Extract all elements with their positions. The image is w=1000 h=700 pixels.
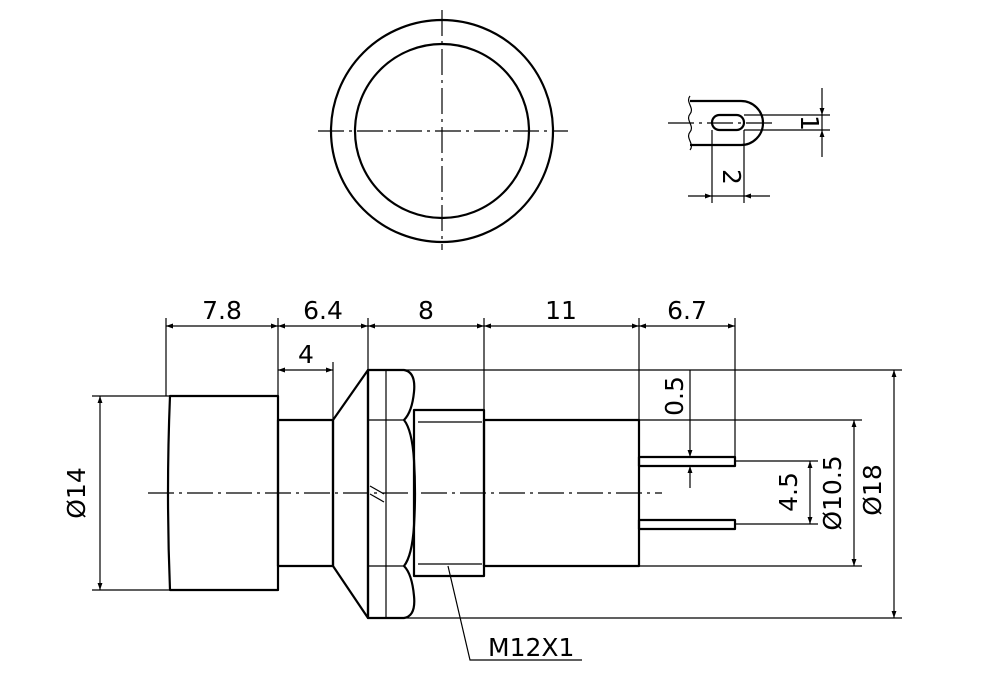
dim-housing-length: 11 xyxy=(545,296,577,325)
front-face-view xyxy=(318,10,568,250)
side-view xyxy=(148,368,737,620)
terminal-detail-view: 1 2 xyxy=(668,88,830,203)
terminal-bottom xyxy=(637,518,737,531)
hex-nut xyxy=(366,368,417,620)
dim-terminal-spacing: 4.5 xyxy=(774,472,803,512)
button-cap xyxy=(166,394,280,592)
dimensions: 7.8 6.4 8 11 6.7 4 Ø14 Ø18 Ø10.5 xyxy=(62,296,902,662)
dim-slot-width: 1 xyxy=(795,115,824,131)
bezel-flange xyxy=(331,368,370,620)
thread-label: M12X1 xyxy=(488,633,574,662)
dim-slot-length: 2 xyxy=(717,169,746,185)
dim-cap-diameter: Ø14 xyxy=(62,467,91,519)
dim-terminal-thickness: 0.5 xyxy=(660,376,689,416)
dim-terminal-length: 6.7 xyxy=(667,296,707,325)
dim-stroke: 4 xyxy=(298,340,314,369)
dim-cap-length: 7.8 xyxy=(202,296,242,325)
dim-thread-length: 8 xyxy=(418,296,434,325)
dim-housing-diameter: Ø10.5 xyxy=(818,455,847,530)
terminal-top xyxy=(637,455,737,468)
dim-neck-length: 6.4 xyxy=(303,296,343,325)
dim-bezel-diameter: Ø18 xyxy=(858,464,887,516)
thread-leader-line xyxy=(447,565,582,661)
